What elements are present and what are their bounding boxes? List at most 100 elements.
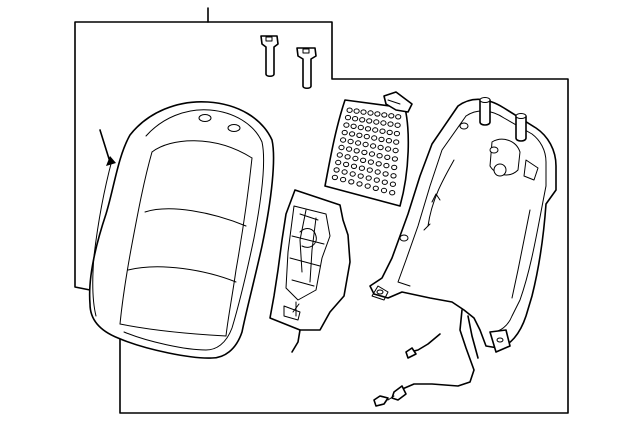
heater-dot [379, 128, 386, 134]
heater-dot [361, 149, 368, 156]
heater-dot [370, 143, 377, 149]
frame-hole-left [459, 122, 469, 130]
frame-post-left-top [479, 97, 491, 103]
frame-harness-main [399, 309, 475, 391]
heater-dot [385, 146, 392, 152]
heater-dot [373, 177, 380, 183]
heater-dot [365, 175, 372, 181]
heater-dot [357, 124, 364, 131]
guide-left-slot [265, 36, 273, 42]
heater-dot [375, 161, 382, 167]
frame-post-right [515, 115, 527, 142]
frame-harness-left [409, 333, 441, 353]
heater-dot [390, 173, 397, 179]
heater-dot [388, 113, 395, 119]
heater-dot [346, 146, 353, 152]
lumbar-arrow-mark [292, 301, 300, 317]
cover-mid-seam-lower [127, 266, 237, 283]
frame-inner-rail-left [397, 115, 467, 287]
cover-right-bolster-seam [225, 157, 253, 337]
seat-heater-pad[interactable] [324, 91, 413, 207]
heater-dot [382, 171, 389, 177]
lumbar-plate [269, 189, 351, 331]
heater-dot [371, 135, 378, 141]
cover-side-edge [92, 159, 113, 317]
cover-top-seam [151, 140, 253, 159]
headrest-hole-right [227, 124, 241, 132]
heater-dot [355, 140, 362, 146]
heater-dot [360, 109, 367, 115]
heater-dot [340, 176, 347, 183]
heater-dot [335, 159, 342, 166]
heater-dot [352, 116, 359, 122]
frame-hole-side [399, 234, 409, 242]
heater-dot [343, 161, 350, 168]
cover-outline [88, 101, 275, 359]
heater-dot [372, 127, 379, 133]
frame-post-left [479, 99, 491, 126]
heater-dot [347, 138, 354, 145]
harness-connector-link [387, 395, 395, 401]
heater-dot [367, 159, 374, 165]
heater-dot [364, 126, 372, 132]
cover-arrow-line [99, 129, 111, 163]
heater-dot [352, 155, 359, 162]
guide-left-body [260, 35, 279, 78]
heater-dot [384, 154, 391, 161]
heater-dot [356, 181, 363, 187]
headrest-guide-left[interactable] [260, 35, 279, 78]
guide-right-slot [302, 48, 310, 54]
frame-hole-upper [489, 146, 499, 154]
heater-dot [376, 153, 383, 159]
heater-dot [366, 167, 373, 173]
heater-dot [391, 164, 398, 171]
frame-inner-rail-right [465, 110, 547, 333]
frame-clip [523, 159, 539, 181]
heater-dot [350, 123, 357, 130]
heater-dot [356, 132, 363, 139]
heater-dot [362, 141, 369, 148]
seat-back-frame[interactable] [369, 97, 557, 407]
heater-dot [381, 112, 388, 118]
heater-dot [346, 107, 353, 113]
heater-dot [366, 118, 373, 124]
frame-foot-right-hole [496, 337, 504, 343]
lumbar-support[interactable] [269, 189, 351, 353]
lumbar-cable [291, 329, 301, 353]
frame-foot-hole [376, 289, 384, 295]
heater-dot [387, 121, 394, 127]
seat-back-cover[interactable] [88, 101, 275, 359]
heater-dot [368, 151, 376, 157]
heater-dot [380, 187, 388, 194]
heater-connector-detail [387, 99, 401, 105]
harness-connector-b [373, 395, 389, 407]
heater-dot [343, 122, 350, 128]
heater-dot [389, 181, 396, 187]
heater-dot [377, 144, 384, 151]
heater-dot [353, 108, 360, 114]
lumbar-cam [299, 228, 317, 248]
heater-dot [349, 171, 356, 177]
heater-dot [383, 162, 390, 169]
lumbar-inner-frame [285, 205, 331, 301]
heater-dot [380, 120, 387, 126]
heater-dot [393, 139, 400, 145]
frame-post-right-top [515, 113, 527, 119]
heater-dot [333, 167, 340, 173]
heater-dot [338, 144, 345, 151]
frame-wire-upper [427, 159, 455, 227]
heater-dot [392, 147, 399, 154]
heater-dot [378, 136, 385, 143]
heater-dot [357, 173, 364, 179]
heater-dot [350, 163, 358, 170]
heater-dot [344, 114, 352, 121]
headrest-guide-right[interactable] [296, 47, 317, 90]
heater-dot [336, 152, 343, 158]
frame-wire-clips [423, 193, 441, 231]
harness-connector-a [391, 385, 407, 401]
heater-dot [374, 169, 381, 175]
heater-dot [394, 122, 401, 128]
heater-dot [389, 190, 396, 196]
